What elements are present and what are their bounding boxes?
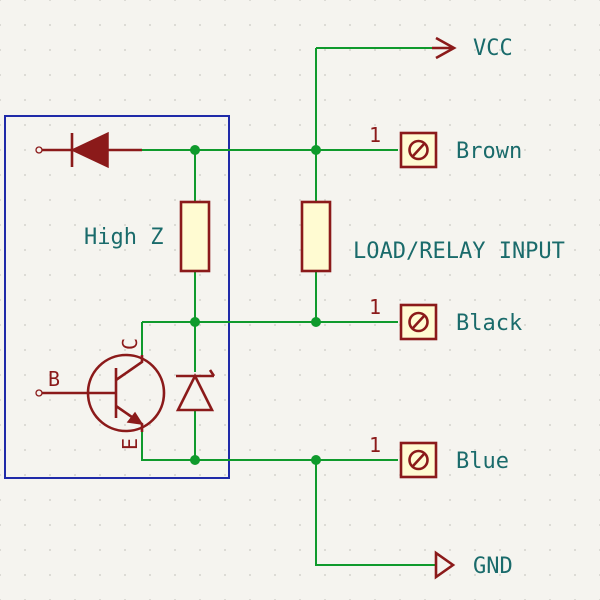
connector-brown-pin-number: 1 <box>369 123 381 147</box>
connector-brown[interactable] <box>399 131 438 169</box>
load-relay-input-label: LOAD/RELAY INPUT <box>353 239 565 264</box>
sensor-enclosure-box[interactable] <box>4 115 230 479</box>
gnd-power-flag[interactable] <box>434 550 456 580</box>
high-z-label: High Z <box>84 225 163 250</box>
wire-black-net[interactable] <box>141 321 398 357</box>
zener-bar <box>176 369 216 378</box>
gnd-arrow-icon <box>434 550 456 580</box>
input-diode[interactable] <box>35 131 142 169</box>
connector-black[interactable] <box>399 303 438 341</box>
vcc-label: VCC <box>473 36 513 61</box>
connector-blue-screw <box>408 449 429 471</box>
vcc-power-flag[interactable] <box>432 36 457 60</box>
emitter-arrow <box>126 411 144 425</box>
load-resistor-body <box>300 200 332 273</box>
base-label: B <box>48 367 60 391</box>
high-z-resistor[interactable] <box>179 200 211 273</box>
junction-dot <box>311 317 321 327</box>
connector-brown-label: Brown <box>456 139 522 164</box>
collector-label: C <box>118 338 142 350</box>
load-resistor[interactable] <box>300 200 332 273</box>
gnd-label: GND <box>473 554 513 579</box>
connector-brown-screw <box>408 139 429 161</box>
connector-blue-pin-number: 1 <box>369 433 381 457</box>
wire-vcc[interactable] <box>315 47 432 150</box>
connector-blue[interactable] <box>399 441 438 479</box>
vcc-arrow-icon <box>432 36 457 60</box>
npn-transistor[interactable] <box>35 353 166 433</box>
collector-lead <box>115 355 144 382</box>
emitter-label: E <box>118 438 142 450</box>
connector-brown-slot <box>412 143 425 157</box>
junction-dot <box>190 455 200 465</box>
zener-triangle <box>175 373 215 412</box>
zener-diode[interactable] <box>175 369 216 412</box>
wires <box>141 47 436 566</box>
high-z-resistor-body <box>179 200 211 273</box>
connector-black-pin-number: 1 <box>369 295 381 319</box>
connector-black-screw <box>408 311 429 333</box>
junction-dot <box>190 145 200 155</box>
junction-dot <box>311 455 321 465</box>
junctions <box>190 145 321 465</box>
connector-blue-slot <box>412 453 425 467</box>
junction-dot <box>190 317 200 327</box>
input-diode-triangle <box>70 131 109 169</box>
connector-black-slot <box>412 315 425 329</box>
wire-gnd[interactable] <box>315 460 436 566</box>
junction-dot <box>311 145 321 155</box>
connector-blue-label: Blue <box>456 449 509 474</box>
connector-black-label: Black <box>456 311 522 336</box>
